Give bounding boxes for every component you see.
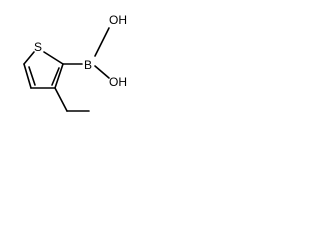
bond-s-c2 — [43, 51, 64, 65]
boron-label: B — [84, 58, 92, 72]
bond-c2-c3-inner — [51, 67, 60, 86]
bond-c3-ch2 — [54, 87, 68, 112]
structure-canvas: S B OH OH — [0, 0, 156, 131]
bond-c4-c5-inner — [28, 66, 36, 86]
hydroxyl-bottom-label: OH — [109, 75, 127, 89]
chemical-structure: S B OH OH — [23, 13, 127, 112]
bond-b-oh-top — [94, 27, 110, 57]
sulfur-label: S — [34, 40, 42, 54]
bond-c5-s — [23, 51, 35, 65]
bond-c2-c3 — [54, 63, 64, 89]
bond-c4-c5 — [23, 63, 32, 89]
hydroxyl-top-label: OH — [109, 13, 127, 27]
bond-b-oh-bottom — [94, 65, 110, 79]
